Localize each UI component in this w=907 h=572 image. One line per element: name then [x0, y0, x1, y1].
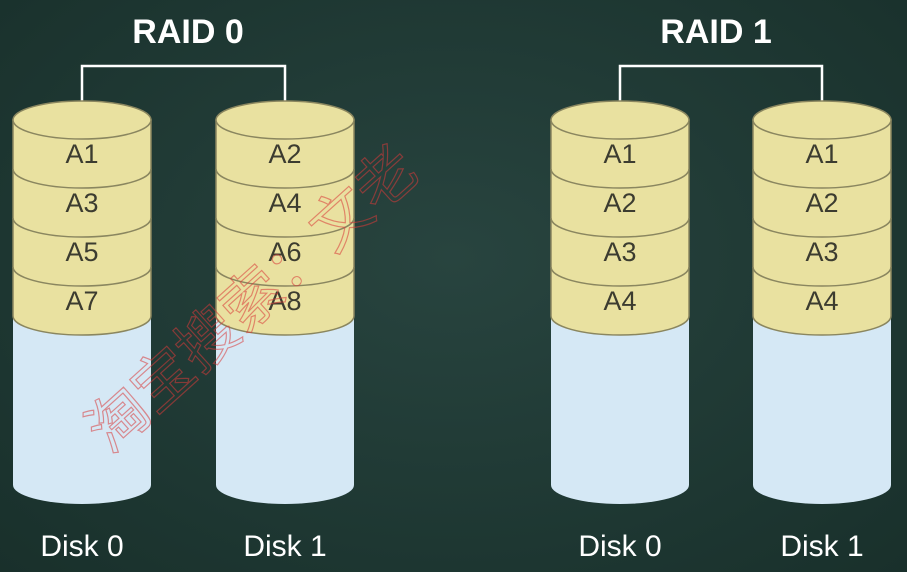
disk-top	[550, 100, 690, 140]
block-separator	[550, 217, 690, 238]
block-separator	[215, 168, 355, 189]
data-block-label: A3	[603, 237, 636, 267]
disk-label: Disk 1	[780, 530, 863, 563]
data-block-label: A3	[65, 188, 98, 218]
connector-line	[80, 64, 287, 120]
disk-data-band	[12, 119, 152, 336]
disk-top	[752, 100, 892, 140]
disk-empty-space	[216, 316, 354, 504]
disk-empty-space	[551, 316, 689, 504]
data-block-label: A1	[603, 139, 636, 169]
data-block-label: A4	[805, 286, 838, 316]
block-separator	[12, 217, 152, 238]
disk-data-band	[550, 119, 690, 336]
raid-title: RAID 1	[660, 13, 771, 51]
block-separator	[12, 168, 152, 189]
block-separator	[215, 266, 355, 287]
connector-line	[618, 64, 824, 120]
data-block-label: A8	[268, 286, 301, 316]
data-block-label: A2	[603, 188, 636, 218]
disk-label: Disk 1	[243, 530, 326, 563]
data-block-label: A3	[805, 237, 838, 267]
block-separator	[550, 266, 690, 287]
block-separator	[752, 168, 892, 189]
data-block-label: A1	[805, 139, 838, 169]
data-block-label: A5	[65, 237, 98, 267]
disk-data-band	[215, 119, 355, 336]
block-separator	[215, 217, 355, 238]
block-separator	[752, 217, 892, 238]
disk-top	[215, 100, 355, 140]
data-block-label: A7	[65, 286, 98, 316]
disk-data-band	[752, 119, 892, 336]
disk-label: Disk 0	[578, 530, 661, 563]
block-separator	[752, 266, 892, 287]
disk-empty-space	[13, 316, 151, 504]
disk-label: Disk 0	[40, 530, 123, 563]
block-separator	[550, 168, 690, 189]
data-block-label: A2	[268, 139, 301, 169]
block-separator	[12, 266, 152, 287]
data-block-label: A1	[65, 139, 98, 169]
data-block-label: A4	[603, 286, 636, 316]
data-block-label: A4	[268, 188, 301, 218]
data-block-label: A6	[268, 237, 301, 267]
disk-empty-space	[753, 316, 891, 504]
disk-top	[12, 100, 152, 140]
data-block-label: A2	[805, 188, 838, 218]
raid-title: RAID 0	[132, 13, 243, 51]
